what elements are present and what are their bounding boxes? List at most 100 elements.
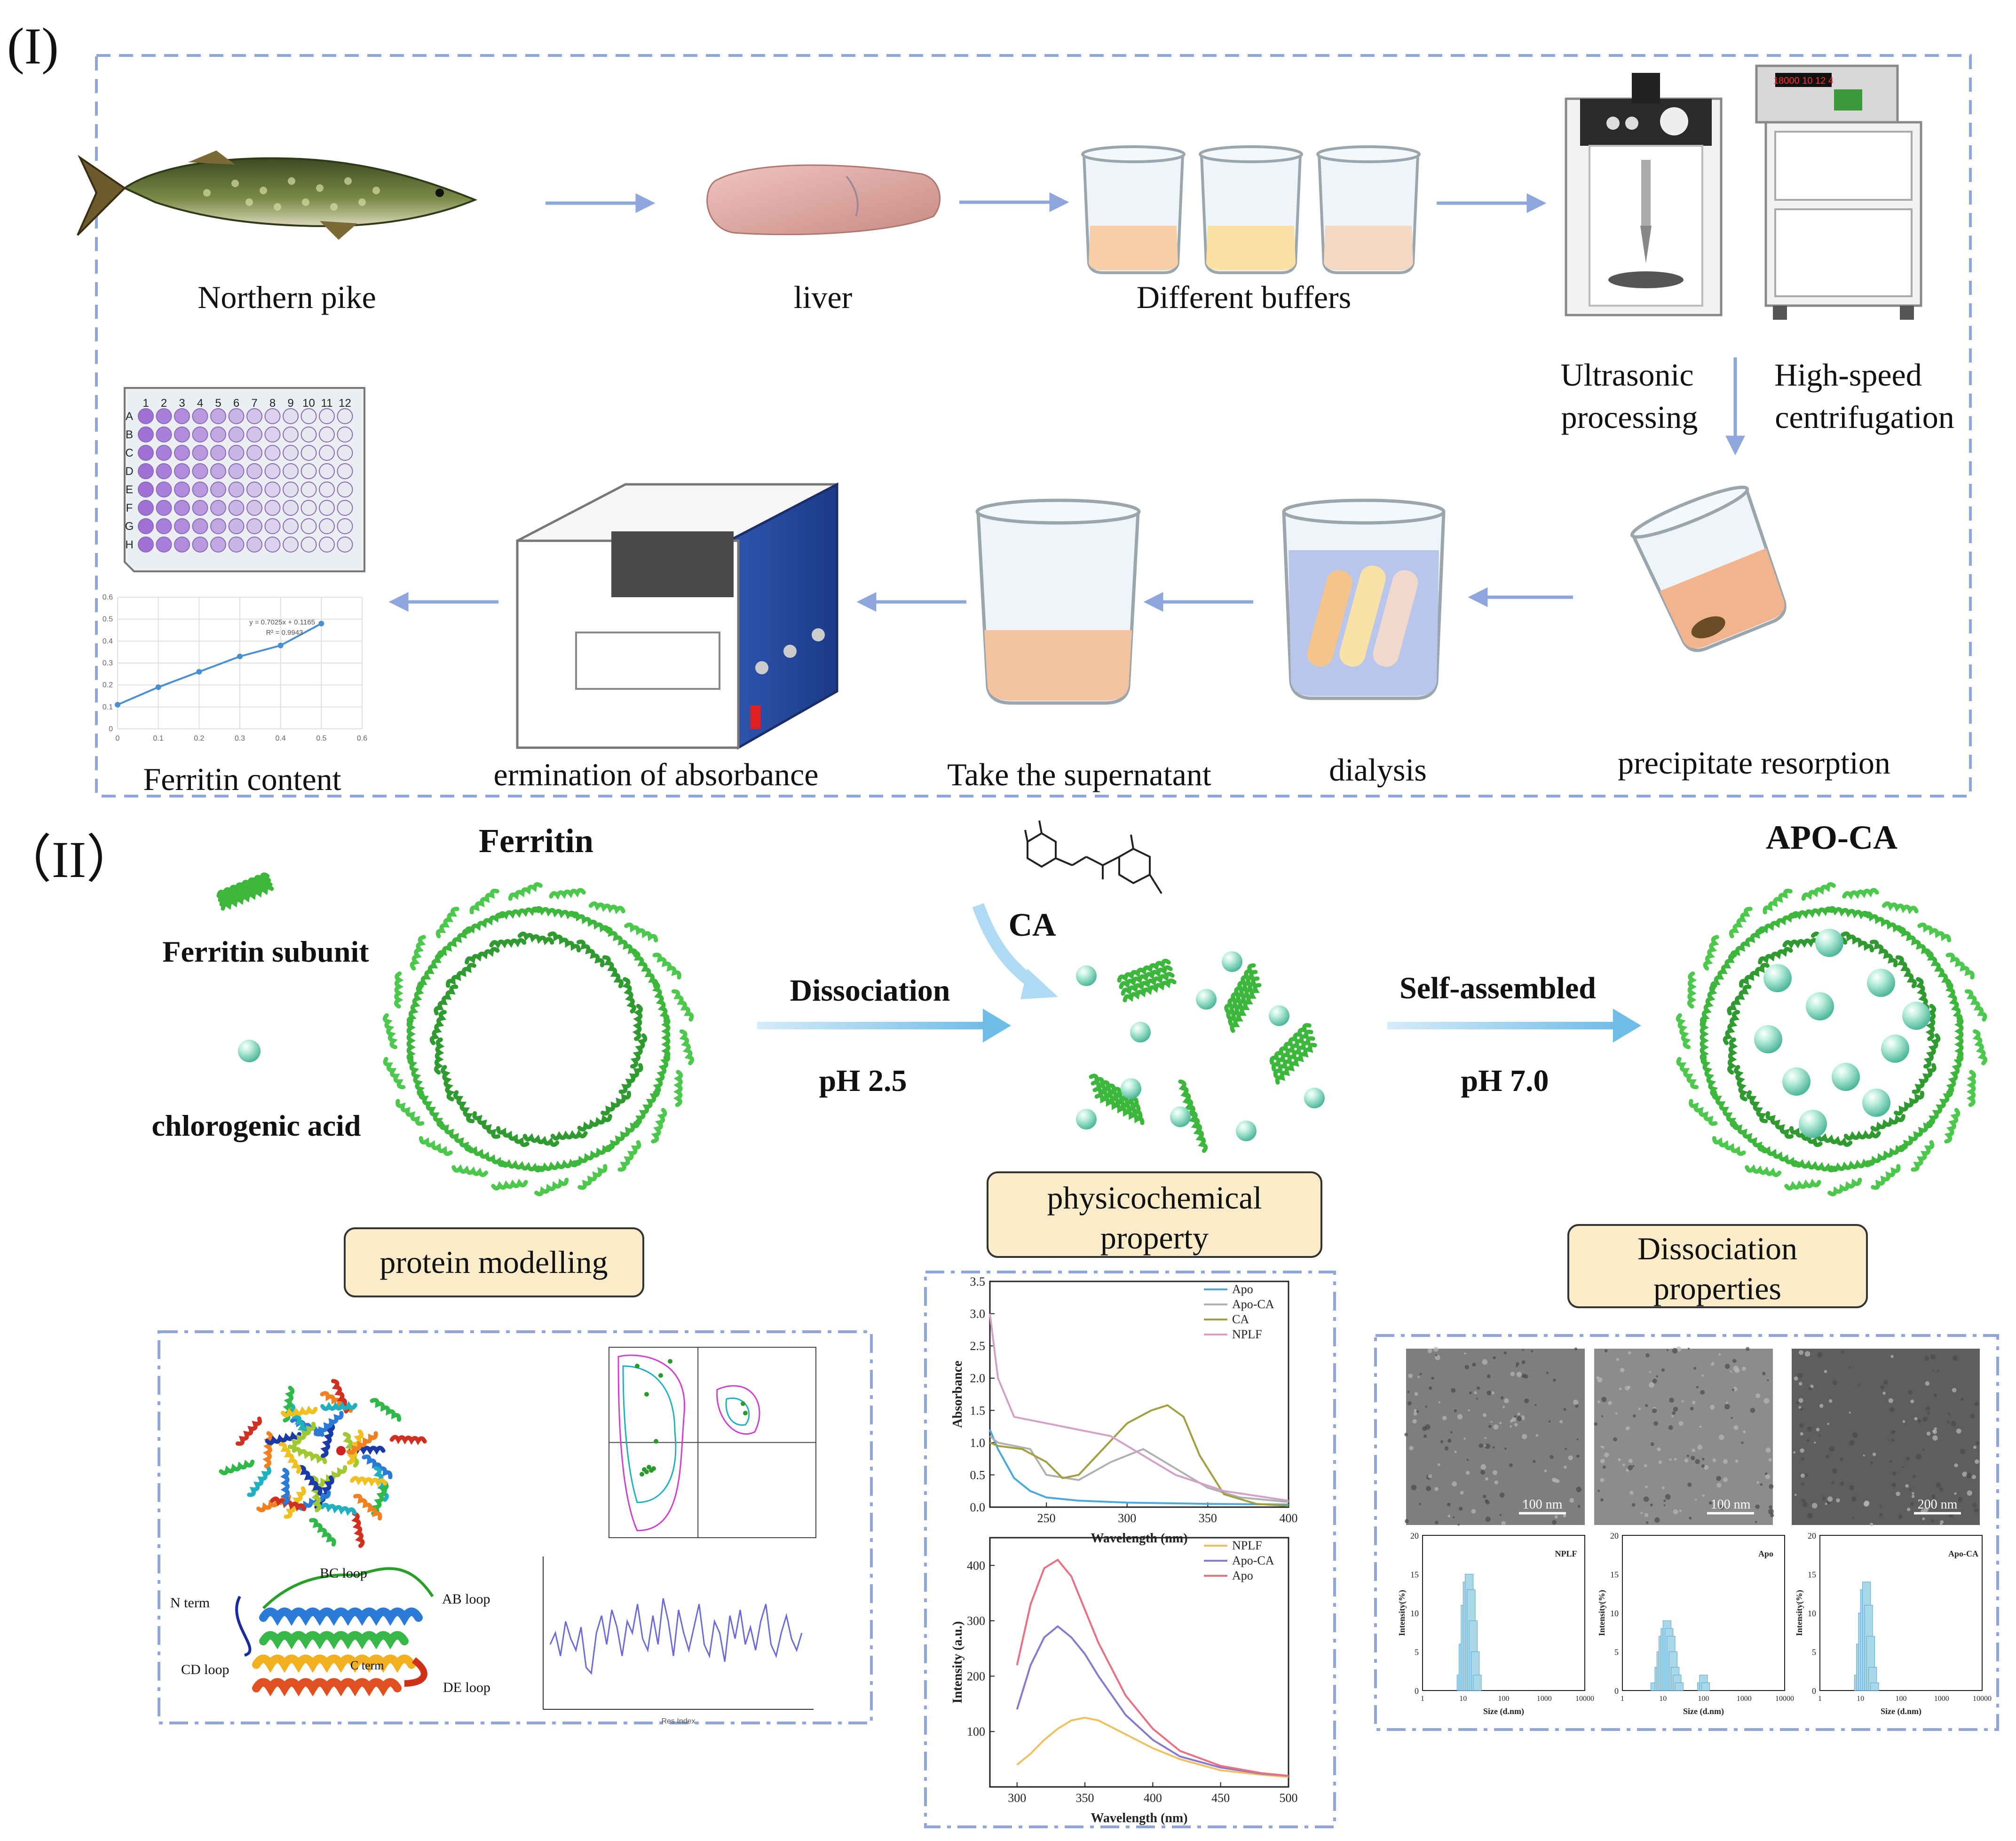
particle [1551, 1520, 1557, 1525]
particle [1897, 1514, 1903, 1519]
ca-sphere [1170, 1106, 1191, 1127]
plot-frame [1422, 1535, 1585, 1691]
plate-well [246, 445, 262, 461]
plate-well [283, 482, 299, 498]
series-line [989, 1404, 1289, 1507]
particle [1563, 1408, 1566, 1411]
cage-helix [536, 1159, 580, 1172]
ca-sphere [1799, 1110, 1827, 1138]
ca-sphere [1236, 1121, 1257, 1141]
subunit-helix [218, 877, 271, 902]
particle [1629, 1491, 1634, 1495]
cage-helix [464, 912, 505, 935]
particle [1628, 1465, 1633, 1470]
particle [1485, 1477, 1488, 1481]
particle [1649, 1382, 1654, 1388]
self-assembled-label: Self-assembled [1399, 971, 1596, 1005]
histogram-bar [1675, 1683, 1684, 1691]
cage-helix [465, 947, 500, 964]
particle [1793, 1451, 1796, 1454]
histogram-bar [1473, 1675, 1482, 1691]
particle [1692, 1448, 1696, 1453]
particle [1457, 1524, 1460, 1526]
particle [1764, 1472, 1768, 1475]
particle [1460, 1491, 1464, 1495]
particle [1577, 1505, 1581, 1508]
y-axis-label: Intensity (a.u.) [950, 1621, 965, 1703]
particle [1453, 1516, 1455, 1518]
particle [1755, 1393, 1761, 1399]
particle [1433, 1346, 1439, 1352]
particle [1794, 1493, 1797, 1496]
particle [1600, 1498, 1604, 1501]
ultrasonic-processor-icon [1565, 73, 1723, 316]
x-tick-label: 10 [1459, 1695, 1467, 1703]
particle [1798, 1398, 1803, 1403]
model-helix [219, 1459, 255, 1476]
histogram-bar [1870, 1683, 1879, 1691]
y-tick-label: 0 [109, 725, 113, 733]
allowed-region [716, 1385, 760, 1435]
particle [1719, 1504, 1724, 1510]
particle [1851, 1496, 1857, 1502]
dissociation-properties-line1: Dissociation [1637, 1231, 1797, 1266]
particle [1974, 1402, 1979, 1406]
model-helix [287, 1422, 316, 1449]
particle [1880, 1385, 1885, 1390]
particle [1474, 1391, 1477, 1394]
particle [1798, 1382, 1803, 1386]
cage-helix [522, 1133, 560, 1147]
plate-well [246, 463, 262, 479]
subunit-helix [1271, 1029, 1313, 1072]
particle [1653, 1421, 1659, 1426]
particle [1730, 1370, 1732, 1373]
particle [1504, 1398, 1509, 1404]
r-squared: R² = 0.9943 [266, 629, 303, 637]
particle [1909, 1488, 1912, 1491]
particle [1454, 1451, 1457, 1454]
plate-column-label: 9 [287, 397, 293, 410]
particle [1741, 1441, 1744, 1444]
cage-helix [1945, 952, 1975, 980]
ferritin-24mer-model [219, 1379, 427, 1548]
cage-helix [1972, 1029, 1988, 1066]
plate-row-label: H [125, 538, 133, 551]
plate-well [300, 445, 317, 461]
particle [1600, 1478, 1605, 1483]
particle [1932, 1435, 1938, 1441]
cage-helix [1964, 989, 1987, 1022]
particle [1493, 1424, 1499, 1430]
ca-sphere [1902, 1002, 1930, 1030]
cage-helix [547, 931, 581, 953]
cage-helix [1894, 1090, 1924, 1116]
particle [1414, 1392, 1418, 1396]
x-tick-label: 0.2 [194, 735, 204, 743]
particle [1882, 1391, 1886, 1395]
particle [1872, 1452, 1876, 1456]
plate-well [246, 482, 262, 498]
plate-well [192, 445, 208, 461]
particle [1411, 1485, 1417, 1491]
bc-loop-label: BC loop [320, 1565, 367, 1581]
particle [1849, 1411, 1851, 1414]
plate-well [337, 427, 353, 442]
series-line [1016, 1625, 1289, 1777]
plate-well [337, 518, 353, 534]
particle [1419, 1373, 1422, 1375]
particle [1831, 1481, 1834, 1485]
cage-helix [1882, 901, 1919, 915]
model-helix [320, 1422, 335, 1458]
particle [1650, 1503, 1653, 1507]
particle [1534, 1404, 1537, 1406]
cage-helix [653, 1052, 671, 1095]
legend-label: Apo [1232, 1569, 1253, 1582]
plate-well [264, 482, 281, 498]
plate-well [210, 408, 226, 424]
particle [1600, 1459, 1605, 1463]
y-tick-label: 0 [1812, 1686, 1816, 1696]
x-tick-label: 0.4 [276, 735, 286, 743]
particle [1645, 1404, 1648, 1407]
legend-label: CA [1232, 1312, 1249, 1326]
particle [1672, 1348, 1678, 1354]
data-point [277, 642, 284, 648]
